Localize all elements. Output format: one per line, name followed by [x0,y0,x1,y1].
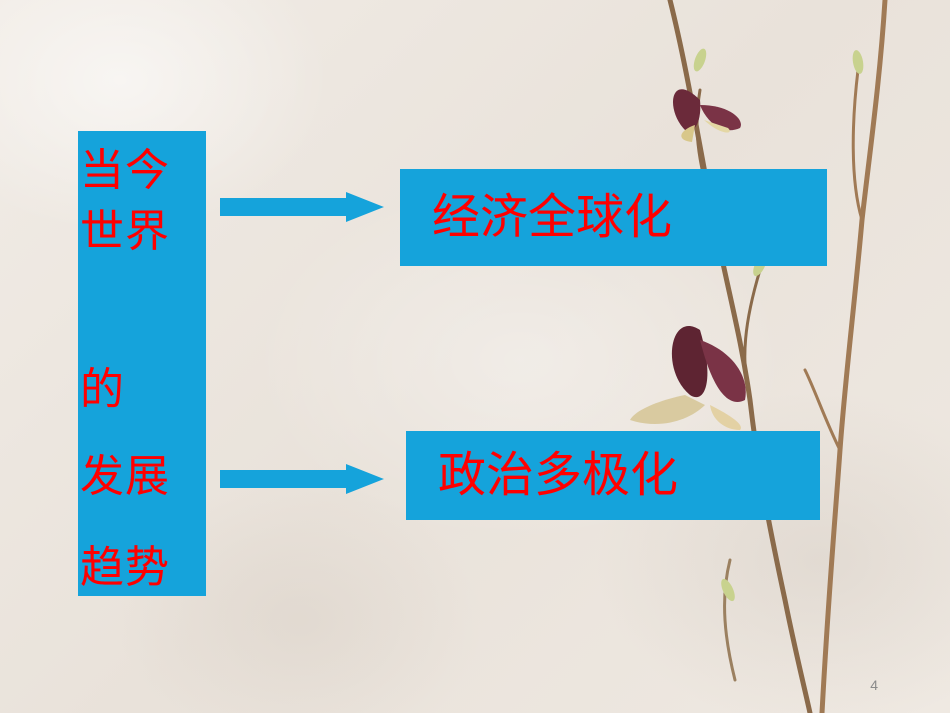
political-multipolarity-box: 政治多极化 [406,431,820,520]
arrow-right-icon-top [220,192,384,222]
arrow-right-icon-bottom [220,464,384,494]
left-line-3: 的 [80,364,125,415]
branch-butterfly-decoration [630,0,888,713]
economic-globalization-box: 经济全球化 [400,169,827,266]
left-topic-panel [78,131,206,596]
left-line-4: 发展 [80,451,170,502]
political-multipolarity-label: 政治多极化 [438,446,679,503]
left-line-1: 当今 [80,145,170,196]
left-line-5: 趋势 [80,542,170,593]
left-line-2: 世界 [80,206,170,257]
economic-globalization-label: 经济全球化 [432,188,673,245]
page-number: 4 [870,677,878,693]
